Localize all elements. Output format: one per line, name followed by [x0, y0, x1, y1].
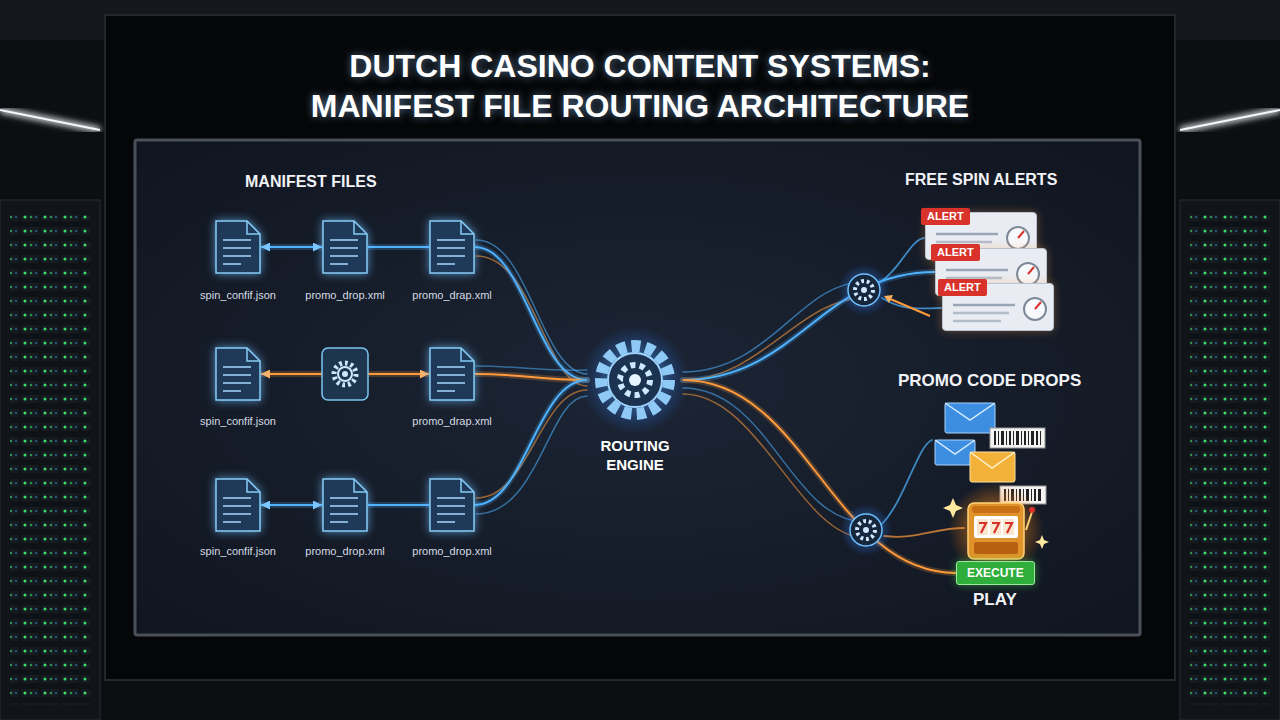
node-text: spin_confif.json: [200, 288, 276, 302]
connector-line: [683, 380, 956, 573]
file-node: promo_drap.xml: [429, 347, 475, 401]
file-label: promo_drop.xml: [305, 288, 384, 302]
file-icon: [322, 220, 368, 274]
routing-engine: ROUTING ENGINE: [587, 332, 683, 428]
file-icon: [429, 347, 475, 401]
file-node: promo_drop.xml: [322, 220, 368, 274]
file-label: spin_confif.json: [200, 288, 276, 302]
section-label: MANIFEST FILES: [245, 172, 377, 192]
node-text: promo_drop.xml: [305, 544, 384, 558]
file-node: promo_drop.xml: [322, 478, 368, 532]
section-label: PLAY: [973, 590, 1017, 610]
node-text: promo_drap.xml: [412, 288, 491, 302]
connector-line: [368, 246, 429, 248]
file-icon: [429, 220, 475, 274]
connector-line: [475, 380, 587, 505]
file-icon: [429, 478, 475, 532]
file-label: promo_drap.xml: [412, 288, 491, 302]
connector-line: [368, 504, 429, 506]
file-node: spin_confif.json: [215, 220, 261, 274]
node-text: promo_drap.xml: [412, 414, 491, 428]
node-text: promo_drop.xml: [305, 288, 384, 302]
node-text: EXECUTE: [967, 565, 1024, 581]
hub-gear: [838, 264, 892, 556]
diagram-title: DUTCH CASINO CONTENT SYSTEMS: MANIFEST F…: [280, 46, 1000, 126]
flow-connector: [475, 374, 587, 380]
connector-line: [475, 374, 587, 380]
file-node: promo_drop.xml: [429, 478, 475, 532]
section-label: PROMO CODE DROPS: [898, 371, 1081, 391]
node-text: promo_drop.xml: [412, 544, 491, 558]
connector-glow: [475, 380, 587, 505]
connector-line: [475, 247, 587, 380]
flow-connector: [368, 247, 429, 248]
alert-tag: ALERT: [938, 279, 987, 296]
node-text: ALERT: [937, 246, 974, 259]
file-node: spin_confif.json: [215, 478, 261, 532]
node-text: ROUTING ENGINE: [570, 436, 700, 474]
connector-glow: [368, 244, 429, 250]
connector-line: [261, 246, 322, 248]
file-icon: [215, 347, 261, 401]
alert-tag: ALERT: [921, 208, 970, 225]
node-text: spin_confif.json: [200, 544, 276, 558]
file-node: spin_confif.json: [215, 347, 261, 401]
node-text: ALERT: [927, 210, 964, 223]
file-icon: [322, 478, 368, 532]
connector-glow: [475, 247, 587, 380]
file-icon: [215, 478, 261, 532]
flow-connector: [261, 247, 322, 248]
connector-line: [261, 504, 322, 506]
node-text: ALERT: [944, 281, 981, 294]
file-label: spin_confif.json: [200, 544, 276, 558]
alert-card: ALERT: [942, 283, 1054, 331]
flow-connector: [683, 380, 956, 573]
engine-gear: [587, 332, 683, 428]
alert-tag: ALERT: [931, 244, 980, 261]
orange-arrow: [884, 295, 930, 316]
connector-line: [683, 272, 935, 380]
connector-glow: [683, 380, 956, 573]
file-label: promo_drop.xml: [412, 544, 491, 558]
connector-glow: [261, 244, 322, 250]
file-label: promo_drap.xml: [412, 414, 491, 428]
connector-glow: [683, 272, 935, 380]
flow-connector: [368, 505, 429, 506]
gear-icon: [322, 348, 368, 400]
flow-connector: [475, 247, 587, 380]
flow-connector: [475, 380, 587, 505]
file-label: promo_drop.xml: [305, 544, 384, 558]
file-label: spin_confif.json: [200, 414, 276, 428]
section-label: FREE SPIN ALERTS: [905, 170, 1057, 190]
engine-label: ROUTING ENGINE: [570, 436, 700, 474]
file-node: promo_drap.xml: [429, 220, 475, 274]
file-icon: [215, 220, 261, 274]
node-text: spin_confif.json: [200, 414, 276, 428]
connector-glow: [261, 371, 429, 377]
connector-glow: [475, 374, 587, 380]
connector-glow: [368, 502, 429, 508]
flow-connector: [683, 272, 935, 380]
execute-button: EXECUTE: [956, 561, 1035, 585]
flow-connector: [261, 505, 322, 506]
connector-glow: [261, 502, 322, 508]
